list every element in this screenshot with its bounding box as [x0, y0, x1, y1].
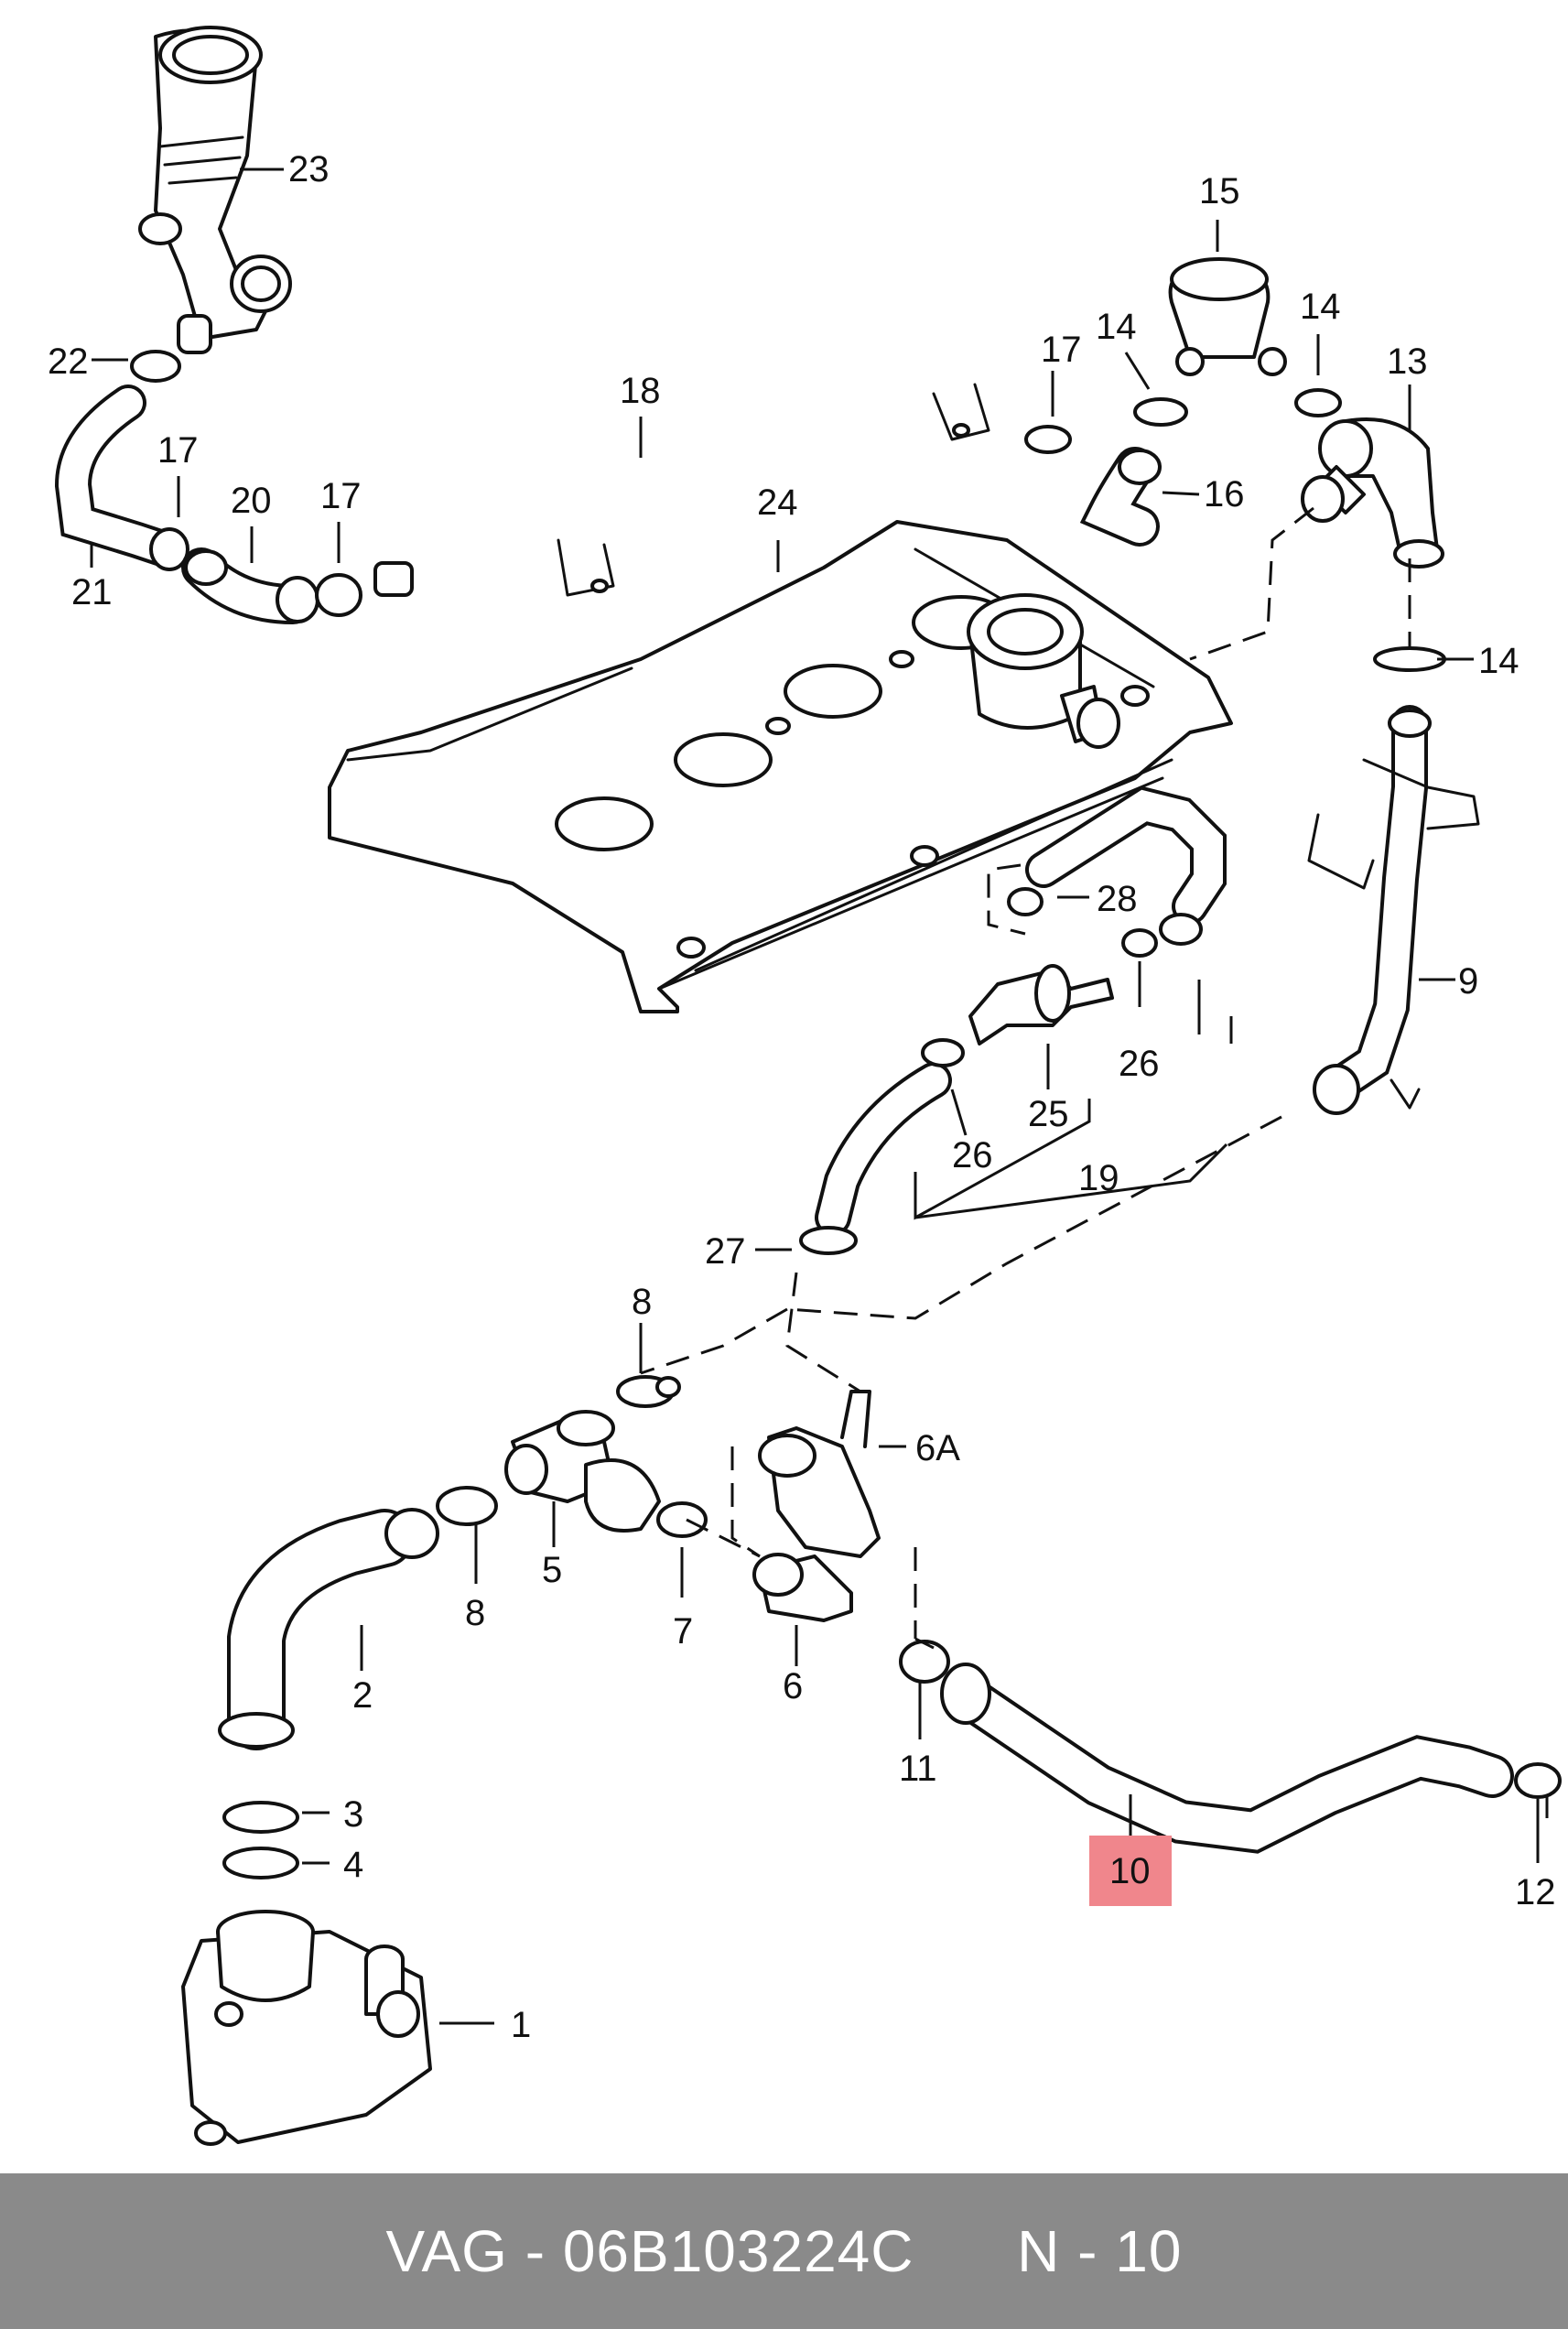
callout-16: 16 — [1204, 474, 1245, 515]
callout-28: 28 — [1097, 879, 1138, 919]
hose-24 — [799, 785, 1227, 1255]
callout-labels: 23 22 17 21 20 17 18 24 17 14 15 14 13 1… — [48, 149, 1556, 2045]
callout-2: 2 — [352, 1675, 373, 1716]
parts-diagram: 23 22 17 21 20 17 18 24 17 14 15 14 13 1… — [48, 26, 1562, 2146]
intake-connector — [138, 26, 292, 354]
callout-18: 18 — [620, 371, 661, 411]
footer-brand: VAG — [385, 2218, 508, 2284]
callout-25: 25 — [1028, 1094, 1069, 1134]
hose-10 — [899, 1640, 1562, 1854]
elbow-13 — [1301, 417, 1444, 569]
footer-part-info: VAG - 06B103224C N - 10 — [386, 2217, 1183, 2285]
callout-10: 10 — [1109, 1851, 1151, 1891]
callout-17-mid: 17 — [320, 476, 362, 516]
footer-position-label: N - 10 — [1017, 2218, 1183, 2284]
hose-19 — [181, 547, 362, 624]
callout-24: 19 — [1078, 1158, 1119, 1198]
diagram-svg: 23 22 17 21 20 17 18 24 17 14 15 14 13 1… — [48, 26, 1562, 2146]
callout-3: 3 — [343, 1794, 363, 1835]
callout-8-upper: 8 — [632, 1282, 652, 1322]
pcv-group — [1024, 257, 1342, 547]
callout-14-right: 14 — [1300, 287, 1341, 327]
callout-1: 1 — [511, 2005, 531, 2045]
leader-lines — [90, 168, 1540, 2025]
assembly-lines — [640, 506, 1549, 1831]
callout-20: 21 — [71, 572, 113, 612]
valve-cover — [328, 520, 1233, 1013]
callout-17-left: 17 — [157, 430, 199, 471]
callout-7: 7 — [673, 1611, 693, 1652]
callout-6a: 6A — [915, 1428, 960, 1468]
callout-14-left: 14 — [1096, 307, 1137, 347]
callout-26-right: 26 — [1119, 1044, 1160, 1084]
footer-bar: VAG - 06B103224C N - 10 — [0, 2173, 1568, 2329]
callout-26-left: 26 — [952, 1135, 993, 1175]
callout-8-lower: 8 — [465, 1593, 485, 1633]
callout-9: 9 — [1458, 961, 1478, 1002]
callout-23: 24 — [757, 482, 798, 523]
callout-14-lower: 14 — [1478, 641, 1519, 681]
footer-part-number: 06B103224C — [562, 2218, 914, 2284]
breather-pipe — [373, 320, 1002, 597]
callout-13: 13 — [1387, 341, 1428, 382]
highlight-box — [1089, 1836, 1172, 1906]
callout-15: 15 — [1199, 171, 1240, 211]
callout-4: 4 — [343, 1845, 363, 1885]
callout-6: 6 — [783, 1666, 803, 1706]
footer-separator: - — [524, 2218, 546, 2284]
callout-27: 27 — [705, 1231, 746, 1272]
callout-22: 23 — [288, 149, 330, 190]
callout-19: 20 — [231, 481, 272, 521]
pipe-9 — [1307, 646, 1480, 1115]
lower-assembly — [181, 1375, 881, 2146]
callout-11: 11 — [899, 1749, 937, 1789]
callout-12: 12 — [1515, 1872, 1556, 1912]
callout-17-right: 17 — [1041, 330, 1082, 370]
callout-5: 5 — [542, 1550, 562, 1590]
hose-20 — [54, 350, 189, 571]
callout-21: 22 — [48, 341, 89, 382]
